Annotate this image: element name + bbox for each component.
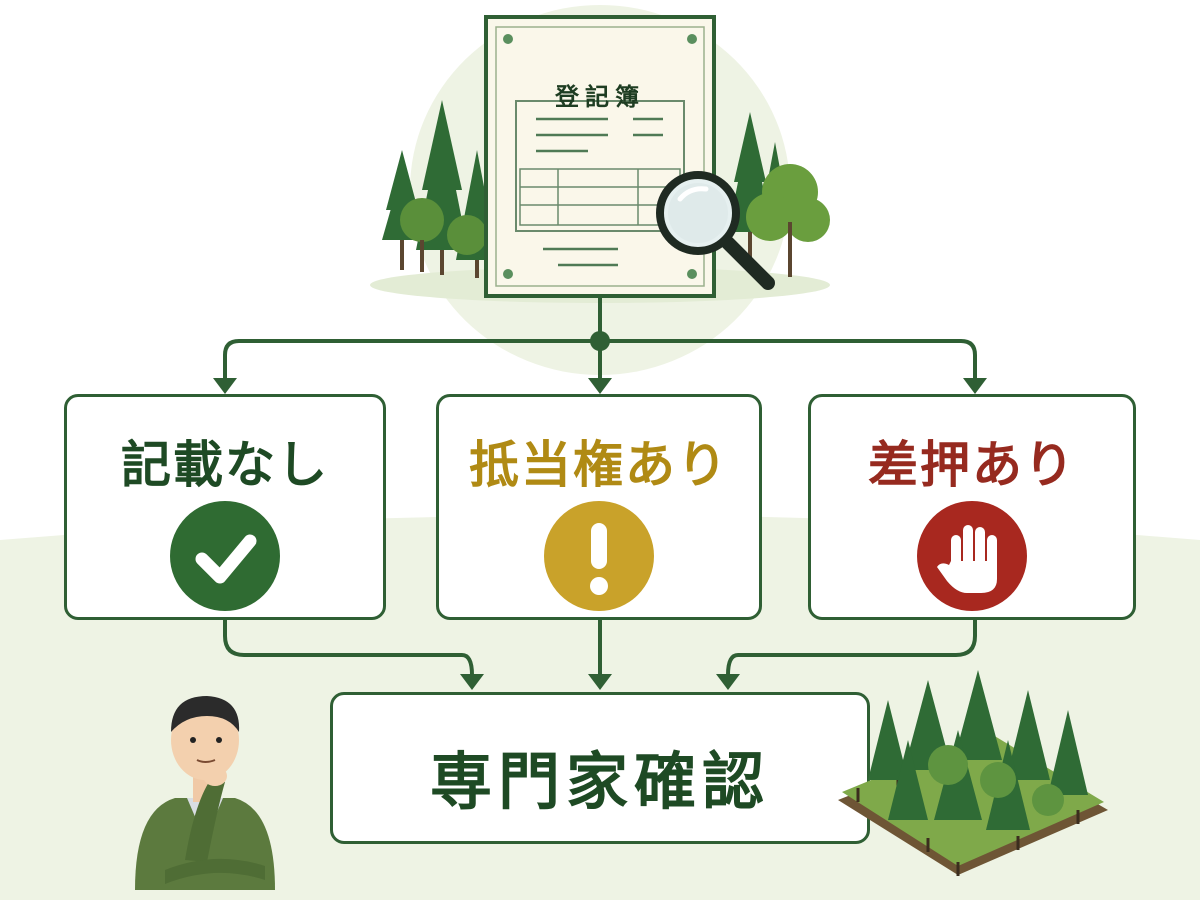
expert-review-box: 専門家確認 <box>330 692 870 844</box>
outcome-box-seizure: 差押あり <box>808 394 1136 620</box>
expert-review-label: 専門家確認 <box>429 745 770 818</box>
document-lines-icon <box>495 26 705 287</box>
registry-document: 登記簿 <box>484 15 716 298</box>
outcome-box-none: 記載なし <box>64 394 386 620</box>
outcome-label-seizure: 差押あり <box>868 436 1076 494</box>
outcome-box-mortgage: 抵当権あり <box>436 394 762 620</box>
exclamation-icon <box>544 501 654 611</box>
outcome-label-none: 記載なし <box>121 436 329 494</box>
forest-right-icon <box>728 112 830 277</box>
stop-hand-icon <box>917 501 1027 611</box>
thinking-person-icon <box>135 696 275 890</box>
registry-title: 登記簿 <box>555 83 645 111</box>
outcome-label-mortgage: 抵当権あり <box>469 436 729 494</box>
magnifying-glass-icon <box>656 171 775 290</box>
check-icon <box>170 501 280 611</box>
forest-plot-icon <box>838 670 1108 876</box>
